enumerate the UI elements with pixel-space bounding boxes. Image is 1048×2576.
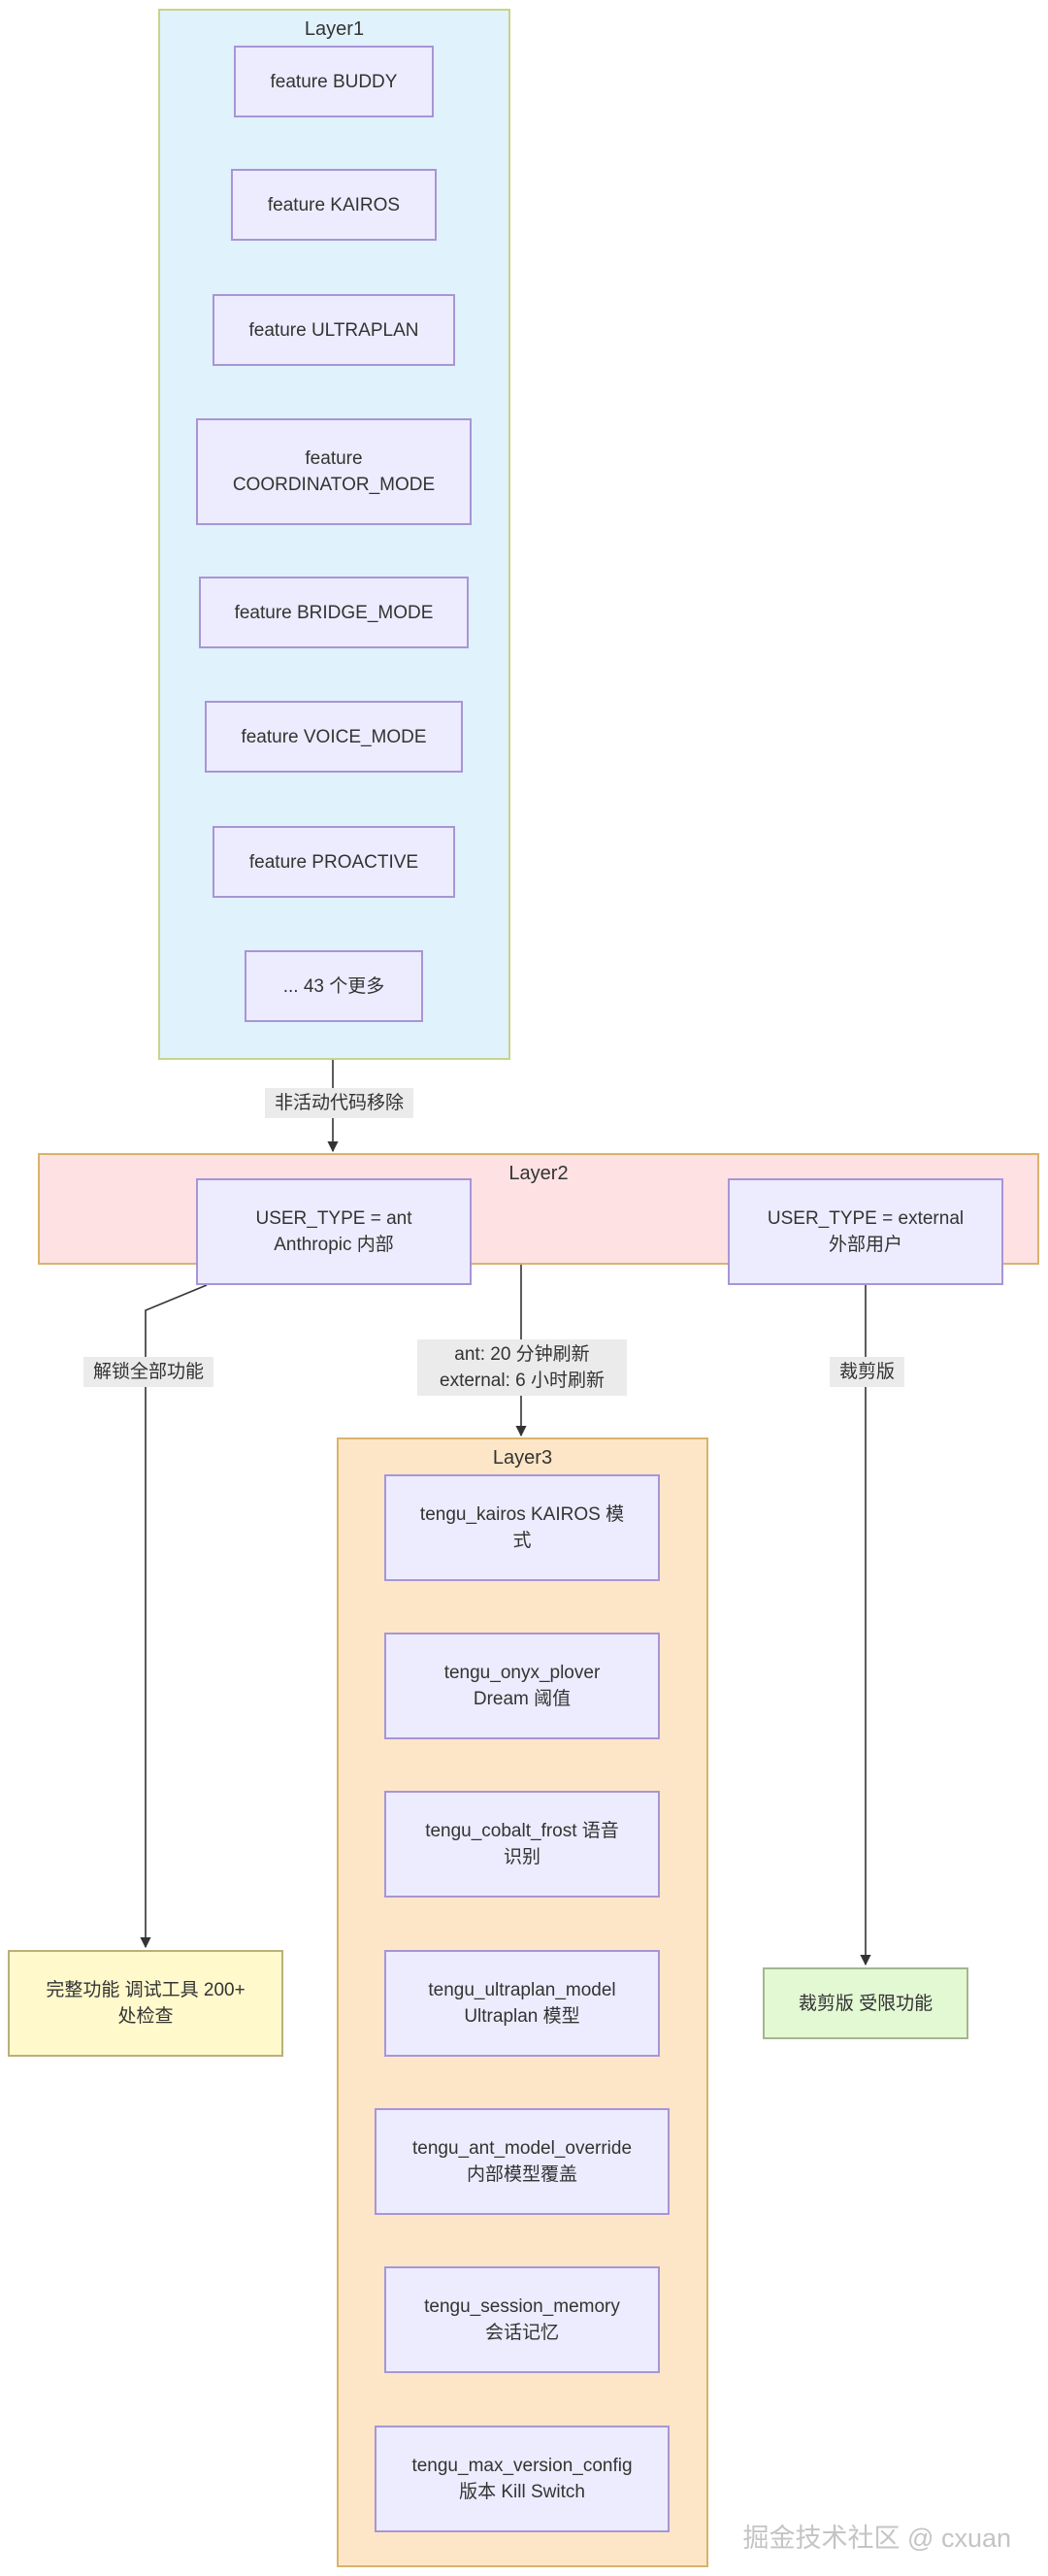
edge-label-unlock: 解锁全部功能	[83, 1357, 214, 1387]
tengu-onyx-plover-node: tengu_onyx_plover Dream 阈值	[384, 1633, 660, 1739]
feature-ultraplan-node: feature ULTRAPLAN	[213, 294, 455, 366]
tengu-kairos-node: tengu_kairos KAIROS 模 式	[384, 1474, 660, 1581]
feature-coordinator-mode-node: feature COORDINATOR_MODE	[196, 418, 472, 525]
feature-bridge-mode-node: feature BRIDGE_MODE	[199, 577, 469, 648]
edge-label-trimmed: 裁剪版	[830, 1357, 905, 1387]
edge-ant-to-full	[140, 1284, 208, 1949]
feature-more-node: ... 43 个更多	[245, 950, 423, 1022]
layer1-group: Layer1	[158, 9, 510, 1060]
tengu-ant-model-override-node: tengu_ant_model_override 内部模型覆盖	[375, 2108, 670, 2215]
feature-voice-mode-node: feature VOICE_MODE	[205, 701, 463, 773]
edge-label-dead-code: 非活动代码移除	[265, 1088, 414, 1118]
feature-proactive-node: feature PROACTIVE	[213, 826, 455, 898]
full-features-node: 完整功能 调试工具 200+ 处检查	[8, 1950, 283, 2057]
user-type-external-node: USER_TYPE = external 外部用户	[728, 1178, 1003, 1285]
tengu-max-version-config-node: tengu_max_version_config 版本 Kill Switch	[375, 2426, 670, 2532]
layer3-title: Layer3	[492, 1447, 553, 1469]
tengu-session-memory-node: tengu_session_memory 会话记忆	[384, 2266, 660, 2373]
edge-label-refresh: ant: 20 分钟刷新 external: 6 小时刷新	[417, 1339, 627, 1396]
feature-buddy-node: feature BUDDY	[234, 46, 434, 117]
layer2-title: Layer2	[508, 1163, 569, 1184]
tengu-ultraplan-model-node: tengu_ultraplan_model Ultraplan 模型	[384, 1950, 660, 2057]
tengu-cobalt-frost-node: tengu_cobalt_frost 语音 识别	[384, 1791, 660, 1898]
user-type-ant-node: USER_TYPE = ant Anthropic 内部	[196, 1178, 472, 1285]
watermark: 掘金技术社区 @ cxuan	[742, 2524, 1011, 2553]
limited-features-node: 裁剪版 受限功能	[763, 1967, 968, 2039]
feature-kairos-node: feature KAIROS	[231, 169, 437, 241]
layer1-title: Layer1	[304, 18, 365, 40]
